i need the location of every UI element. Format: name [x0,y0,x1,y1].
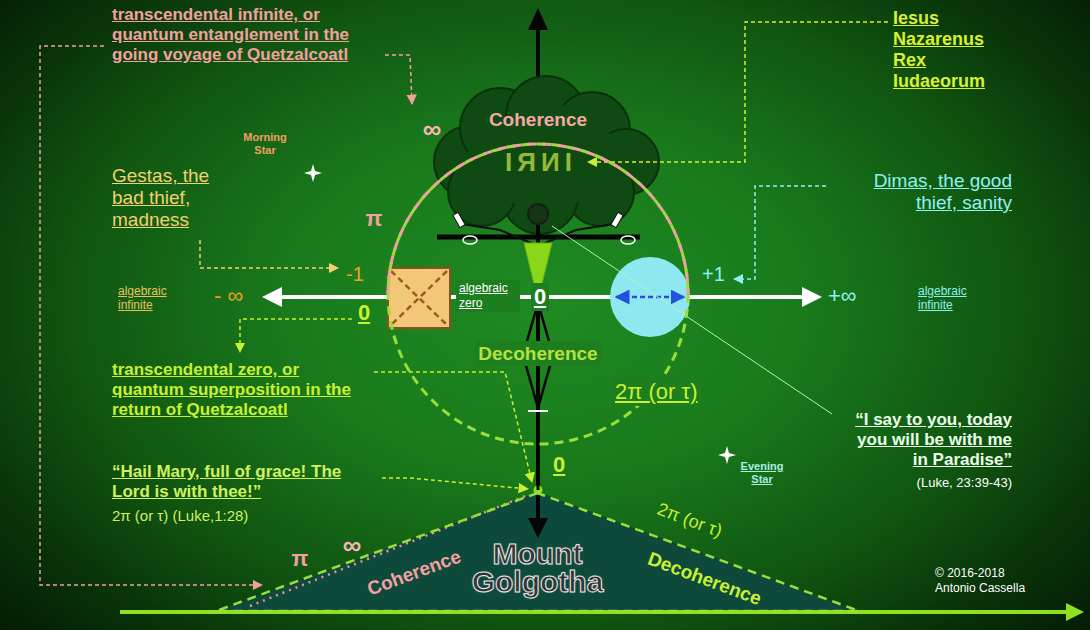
leader-line [374,372,532,482]
leader-line [734,186,826,279]
arrow-head [262,287,282,307]
leader-line [552,226,832,414]
axis-value: 0 [531,283,549,311]
axis-label: algebraic zero [456,280,520,312]
crown-of-thorns [528,203,548,225]
morning-star [304,164,322,182]
mountain-outline [216,493,859,611]
quote-text: “Hail Mary, full of grace! The Lord is w… [112,462,374,502]
symbol-label: π [366,206,383,232]
mount-golgotha: Mount Golgotha [215,492,860,612]
symbol-label: π [292,546,309,572]
region-label: Coherence [489,108,587,131]
symbol-label: ∞ [343,530,362,561]
axis-value: +∞ [828,283,857,309]
mountain-name: Mount Golgotha [453,540,623,596]
arrow-head [1066,603,1084,621]
square-diagonals [391,271,447,325]
copyright: © 2016-2018 Antonio Cassella [935,566,1047,596]
leader-line [240,319,352,352]
nail [453,212,465,227]
vertical-axis-lower [537,300,540,490]
axis-value: +1 [702,262,725,286]
symbol-label: ∞ [423,114,442,145]
axis-value: 0 [358,300,370,326]
citation: (Luke, 23:39-43) [917,475,1012,491]
tree-canopy [434,76,659,234]
annotation-text: Iesus Nazarenus Rex Iudaeorum [893,8,1003,92]
axis-value: 0 [553,452,565,478]
axis-value: - ∞ [214,283,243,309]
quote-text: “I say to you, today you will be with me… [852,410,1012,470]
leader-line [200,240,338,268]
arrow-head [528,8,548,30]
arrow-head [528,518,548,538]
leader-line [385,55,412,104]
star-label: Evening Star [736,460,788,486]
leader-line [40,46,262,585]
rope-loop [463,236,477,244]
formula-label: 2π (or τ) [612,378,701,406]
citation: 2π (or τ) (Luke,1:28) [112,507,248,525]
annotation-text: transcendental infinite, or quantum enta… [112,5,377,65]
canopy-inner [465,103,630,213]
axis-value: -1 [346,262,364,286]
annotation-text: Dimas, the good thief, sanity [862,170,1012,214]
arrow-head [802,287,822,307]
foot-nail [528,410,548,412]
diameter-arrow [616,296,684,299]
nail [611,212,623,227]
coherence-arc [388,144,688,294]
inscription: IЯИI [505,147,577,178]
figure-head [528,204,548,224]
rope-loop [621,236,635,244]
annotation-text: transcendental zero, or quantum superpos… [112,360,367,420]
evening-star [718,446,736,464]
leader-line [588,22,888,162]
slope-label: 2π (or τ) [655,498,726,542]
madness-square [388,268,450,328]
star-label: Morning Star [237,131,293,157]
axis-label: algebraic infinite [918,284,988,312]
annotation-text: Gestas, the bad thief, madness [112,165,237,231]
leader-line [382,478,528,489]
axis-label: algebraic infinite [118,284,188,312]
sanity-circle [610,257,690,337]
region-label: Decoherence [475,341,600,366]
